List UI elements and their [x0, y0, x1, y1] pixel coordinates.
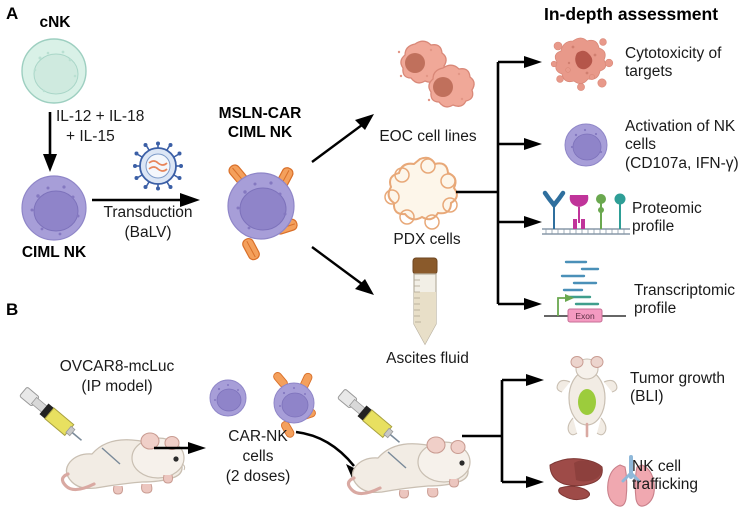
tumor-growth-label: Tumor growth (BLI): [630, 370, 726, 406]
ciml-nk-label: CIML NK: [21, 244, 87, 261]
carnk-label-line2: cells: [242, 448, 274, 465]
ascites-label: Ascites fluid: [386, 350, 469, 367]
transduction-arrow: [92, 192, 202, 208]
pdx-label: PDX cells: [393, 231, 461, 248]
carnk-label-line1: CAR-NK: [228, 428, 288, 445]
eoc-cells-icon: [385, 36, 475, 114]
arrow-to-eoc: [310, 112, 376, 164]
arrow-to-ascites: [310, 245, 376, 297]
carnk-car-cell-icon: [258, 368, 330, 440]
nk-cell-icon: [563, 122, 609, 168]
nk-trafficking-label: NK cell trafficking: [632, 458, 699, 494]
transduction-label-line2: (BaLV): [124, 224, 172, 241]
carnk-plain-cell-icon: [208, 378, 248, 418]
proteomic-label: Proteomic profile: [632, 200, 702, 236]
ovcar8-label-line2: (IP model): [81, 378, 153, 395]
lysed-cell-icon: [550, 33, 614, 91]
in-depth-assessment-heading: In-depth assessment: [543, 4, 719, 24]
ovcar8-label-line1: OVCAR8-mcLuc: [59, 358, 175, 375]
cnk-label: cNK: [39, 14, 71, 31]
cnk-cell-icon: [18, 36, 90, 106]
transcriptomic-label: Transcriptomic profile: [634, 282, 736, 318]
carnk-label-line3: (2 doses): [225, 468, 291, 485]
cytokine-label-line1: IL-12 + IL-18: [56, 108, 145, 125]
cytotoxicity-label: Cytotoxicity of targets: [625, 45, 722, 81]
panel-b-letter: B: [6, 300, 19, 319]
panel-a-letter: A: [6, 4, 19, 23]
liver-lung-icon: [548, 455, 660, 509]
msln-car-cell-icon: [205, 152, 317, 264]
panel-b-arrow-1: [154, 440, 208, 456]
cytokine-arrow: [38, 112, 62, 174]
pdx-cells-icon: [382, 155, 464, 233]
outcome-bracket: [462, 370, 548, 490]
msln-car-label-line2: CIML NK: [227, 124, 293, 141]
assessment-bracket: [456, 56, 546, 310]
activation-label: Activation of NK cells (CD107a, IFN-γ): [625, 118, 739, 172]
mouse-icon-1: [58, 418, 198, 496]
svg-text:Exon: Exon: [575, 311, 595, 321]
balv-virus-icon: [133, 141, 183, 191]
msln-car-label-line1: MSLN-CAR: [218, 105, 302, 122]
syringe-icon-1: [12, 382, 90, 450]
cytokine-label-line2: + IL-15: [66, 128, 115, 145]
rna-reads-exon-icon: Exon: [538, 258, 634, 323]
syringe-icon-2: [330, 384, 408, 452]
ciml-nk-cell-icon: [18, 172, 90, 244]
mouse-bli-icon: [556, 356, 618, 438]
mouse-icon-2: [344, 422, 484, 500]
eoc-label: EOC cell lines: [379, 128, 477, 145]
membrane-receptors-icon: [540, 190, 632, 239]
transduction-label-line1: Transduction: [103, 204, 193, 221]
ascites-tube-icon: [404, 257, 446, 350]
